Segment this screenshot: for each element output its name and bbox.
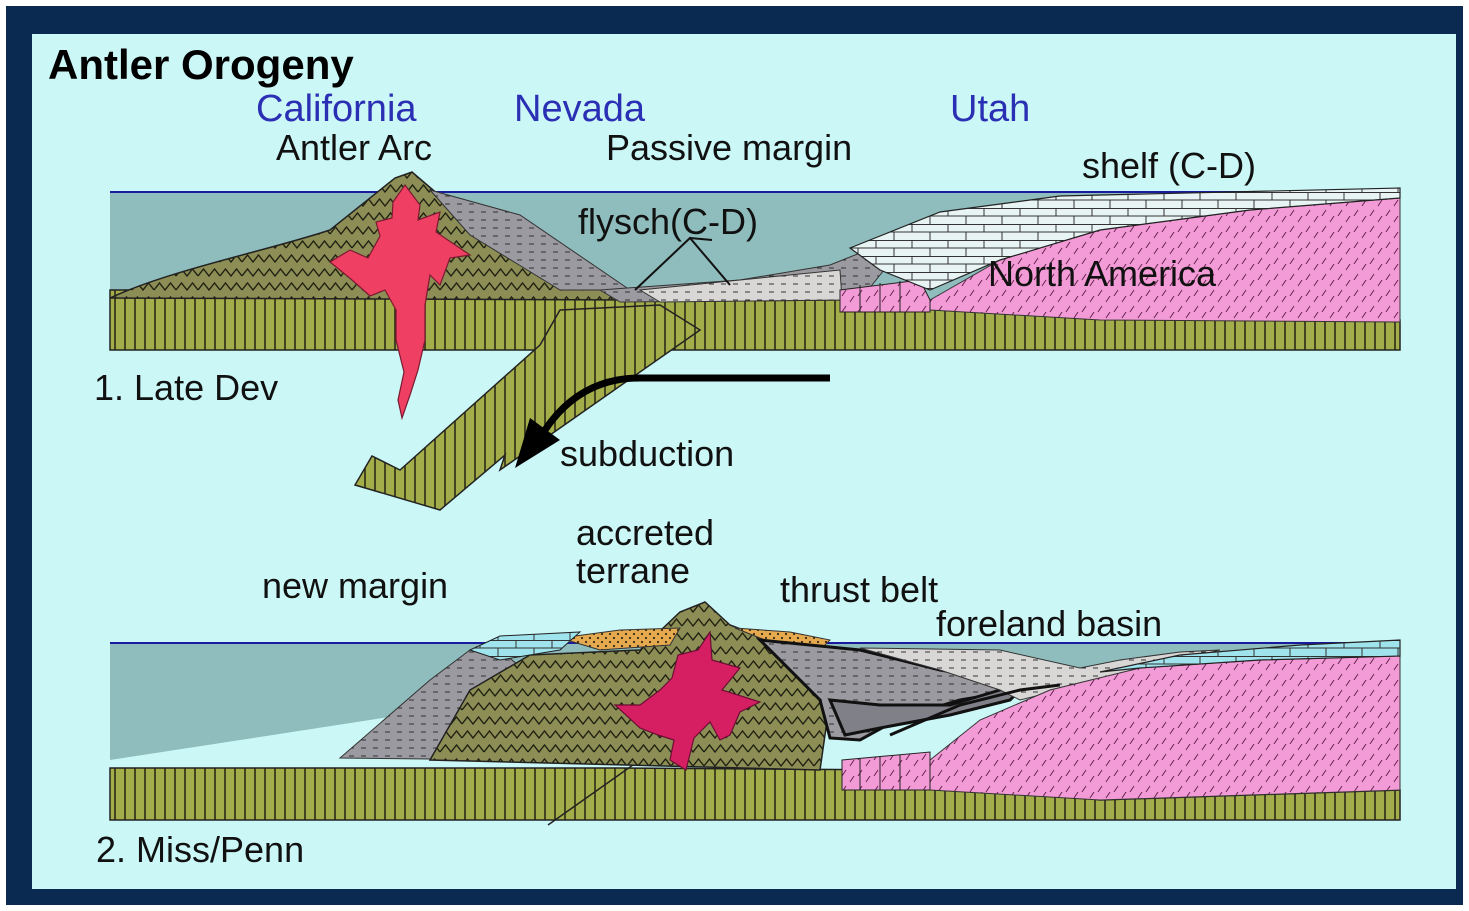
panel-2-label: 2. Miss/Penn [96, 832, 304, 868]
state-label-utah: Utah [950, 90, 1030, 128]
shelf-label: shelf (C-D) [1082, 148, 1256, 184]
panel-1-label: 1. Late Dev [94, 370, 278, 406]
diagram-title: Antler Orogeny [48, 44, 354, 86]
panel-2-section [110, 602, 1400, 825]
thrust-belt-label: thrust belt [780, 572, 938, 608]
new-margin-label: new margin [262, 568, 448, 604]
margin-blocks-2 [842, 752, 930, 790]
foreland-basin-label: foreland basin [936, 606, 1162, 642]
accreted-terrane-label: accreted terrane [576, 514, 714, 590]
subduction-label: subduction [560, 436, 734, 472]
north-america-label: North America [988, 256, 1216, 292]
flysch-label: flysch(C-D) [578, 204, 758, 240]
antler-arc-label: Antler Arc [276, 130, 432, 166]
passive-margin-label: Passive margin [606, 130, 852, 166]
accreted-terrane [430, 602, 830, 770]
state-label-california: California [256, 90, 417, 128]
state-label-nevada: Nevada [514, 90, 645, 128]
